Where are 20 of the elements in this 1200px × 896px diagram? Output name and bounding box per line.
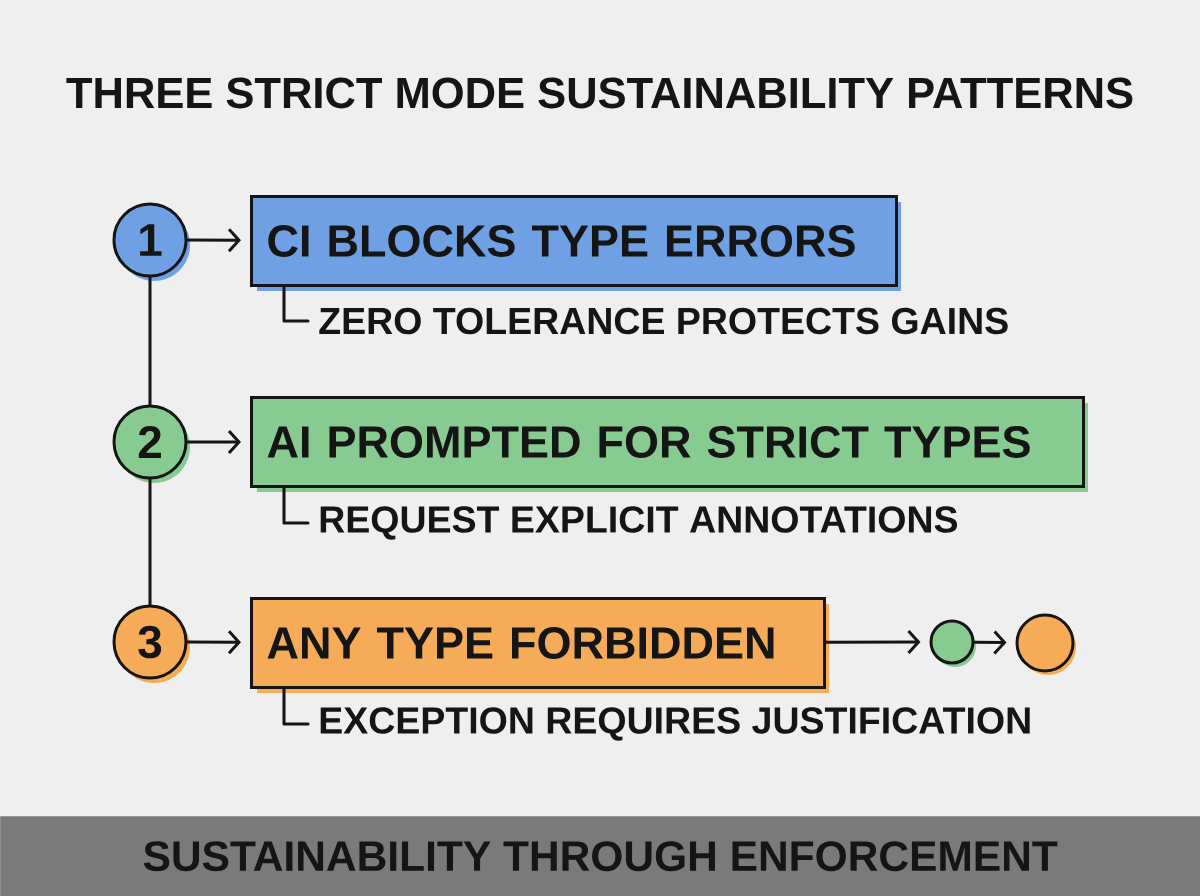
leader-line — [282, 486, 310, 525]
leader-line — [282, 285, 310, 323]
connector-line — [148, 478, 152, 606]
circle-marker — [929, 619, 976, 667]
arrow — [186, 430, 241, 454]
arrow — [186, 228, 241, 253]
arrow — [824, 630, 921, 655]
footer-band: SUSTAINABILITY THROUGH ENFORCEMENT — [0, 816, 1200, 896]
circle-marker — [1015, 613, 1076, 675]
connector-line — [148, 276, 152, 406]
pattern-box: ANY TYPE FORBIDDEN — [250, 597, 829, 693]
title: THREE STRICT MODE SUSTAINABILITY PATTERNS — [66, 77, 1133, 109]
subtitle-text: ZERO TOLERANCE PROTECTS GAINS — [319, 307, 1008, 335]
arrow — [973, 630, 1007, 655]
subtitle-text: REQUEST EXPLICIT ANNOTATIONS — [320, 506, 958, 540]
pattern-box: AI PROMPTED FOR STRICT TYPES — [250, 396, 1088, 492]
leader-line — [282, 687, 310, 726]
arrow — [186, 630, 241, 655]
subtitle-text: EXCEPTION REQUIRES JUSTIFICATION — [320, 707, 1030, 741]
pattern-box: CI BLOCKS TYPE ERRORS — [250, 195, 901, 291]
